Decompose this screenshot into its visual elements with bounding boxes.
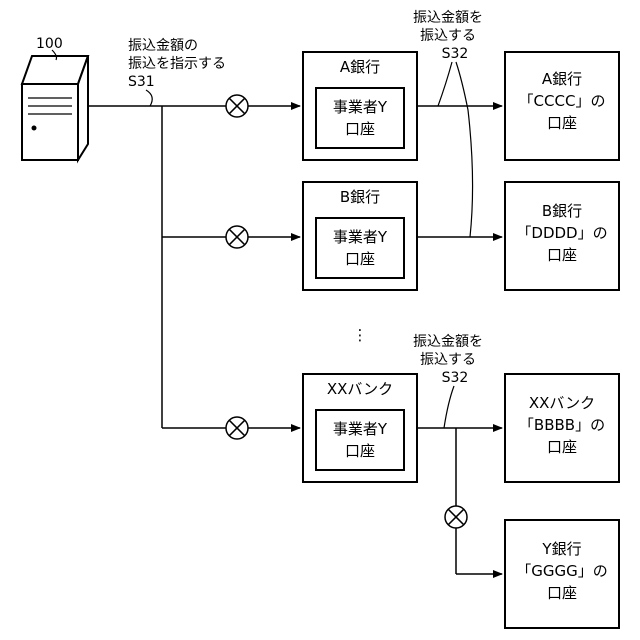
cross-circle-icon xyxy=(445,506,467,528)
dest-a-line2: 「CCCC」の xyxy=(519,92,606,110)
server-icon xyxy=(22,56,88,160)
bank-xx-account-line1: 事業者Y xyxy=(333,420,388,438)
cross-circle-icon xyxy=(226,417,248,439)
dest-b-line3: 口座 xyxy=(547,246,577,264)
dest-xx-line3: 口座 xyxy=(547,438,577,456)
dest-y-line3: 口座 xyxy=(547,584,577,602)
bank-a-name: A銀行 xyxy=(340,58,380,76)
dest-y-line1: Y銀行 xyxy=(541,540,581,558)
transfer-top-leader-a xyxy=(438,62,452,106)
transfer-bottom-line2: 振込する xyxy=(420,352,476,368)
dest-b-line2: 「DDDD」の xyxy=(516,224,607,242)
bank-b-name: B銀行 xyxy=(340,188,380,206)
bank-a-account-line1: 事業者Y xyxy=(333,98,388,116)
transfer-top-line1: 振込金額を xyxy=(413,10,483,26)
transfer-bottom-step: S32 xyxy=(442,370,469,386)
dest-a-line1: A銀行 xyxy=(542,70,582,88)
instruction-line2: 振込を指示する xyxy=(128,56,226,72)
instruction-line1: 振込金額の xyxy=(128,38,198,54)
instruction-leader xyxy=(146,90,152,106)
transfer-bottom-leader xyxy=(444,386,454,428)
transfer-top-line2: 振込する xyxy=(420,28,476,44)
dest-xx-line1: XXバンク xyxy=(529,394,595,412)
cross-circle-icon xyxy=(226,95,248,117)
bank-b-account-line1: 事業者Y xyxy=(333,228,388,246)
bank-xx-account-box xyxy=(316,410,404,470)
bank-b-account-line2: 口座 xyxy=(345,250,375,268)
dest-xx-line2: 「BBBB」の xyxy=(519,416,605,434)
transfer-top-step: S32 xyxy=(442,46,469,62)
transfer-top-leader-b xyxy=(456,62,473,237)
bank-a-account-line2: 口座 xyxy=(345,120,375,138)
bank-a-account-box xyxy=(316,88,404,148)
dest-b-line1: B銀行 xyxy=(542,202,582,220)
bank-xx-account-line2: 口座 xyxy=(345,442,375,460)
transfer-bottom-line1: 振込金額を xyxy=(413,334,483,350)
bank-xx-name: XXバンク xyxy=(327,380,393,398)
instruction-step: S31 xyxy=(128,74,155,90)
dest-y-line2: 「GGGG」の xyxy=(516,562,608,580)
dest-a-line3: 口座 xyxy=(547,114,577,132)
cross-circle-icon xyxy=(226,226,248,248)
ellipsis: ⋮ xyxy=(353,326,368,344)
server-ref-label: 100 xyxy=(36,36,63,52)
bank-b-account-box xyxy=(316,218,404,278)
